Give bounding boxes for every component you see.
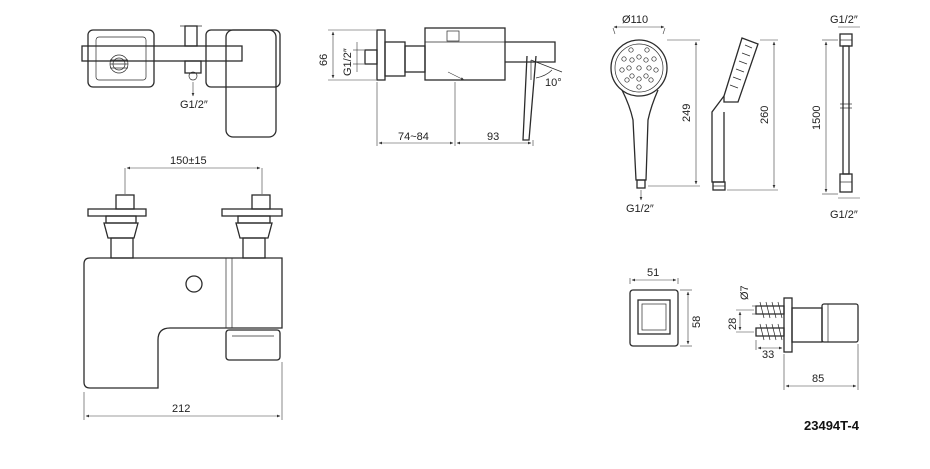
handshower-thread-label: G1/2″	[626, 203, 654, 215]
mixer-top-view: G1/2″	[81, 25, 281, 138]
front-view-diverter-hole	[185, 275, 203, 293]
outlet-depth-label: 85	[812, 373, 824, 385]
handshower-side-head	[723, 37, 759, 103]
handshower-length-label: 249	[681, 104, 693, 122]
handshower-front-view: Ø110 G1/2″ 249	[610, 14, 700, 215]
outlet-width-label: 51	[647, 267, 659, 279]
side-view-height-label: 66	[318, 54, 330, 66]
outlet-side-body	[791, 307, 823, 343]
handshower-diameter-label: Ø110	[622, 14, 648, 26]
front-view-left-flange	[87, 208, 147, 217]
screw-offset-label: 33	[762, 349, 774, 361]
mixer-side-view: 10° 66 G1/2″ 74~84 93	[318, 27, 563, 146]
side-view-handle	[522, 55, 537, 141]
outlet-square	[637, 299, 671, 335]
side-view-angle-label: 10°	[545, 77, 562, 89]
front-view-body	[83, 257, 283, 389]
side-view-wall-plate	[376, 29, 386, 81]
hose-view: G1/2″ G1/2″ 1500	[811, 14, 860, 221]
hose-length-label: 1500	[811, 106, 823, 130]
top-view-handle	[225, 29, 277, 138]
top-view-right-escutcheon	[205, 29, 281, 88]
side-view-depth-range-label: 74~84	[398, 131, 429, 143]
side-view-thread-label: G1/2″	[342, 48, 354, 76]
top-view-left-escutcheon	[87, 29, 155, 88]
handshower-side-view: 260	[711, 37, 778, 191]
top-view-body	[81, 45, 243, 62]
top-view-diverter	[184, 25, 198, 47]
top-view-thread-label: G1/2″	[180, 99, 208, 111]
outlet-side-plate	[783, 297, 793, 353]
front-view-spout	[225, 329, 281, 361]
hose-bottom-thread-label: G1/2″	[830, 209, 858, 221]
outlet-front-view: 51 58	[629, 267, 703, 347]
hose-tube	[842, 45, 850, 175]
outlet-height-label: 58	[691, 316, 703, 328]
outlet-plate	[629, 289, 679, 347]
front-view-spacing-label: 150±15	[170, 155, 207, 167]
front-view-right-flange	[221, 208, 283, 217]
hose-top-thread-label: G1/2″	[830, 14, 858, 26]
screw-diameter-label: Ø7	[739, 285, 751, 300]
mixer-front-view: 150±15 212	[83, 155, 283, 420]
side-view-spout-depth-label: 93	[487, 131, 499, 143]
outlet-side-connector	[821, 303, 859, 343]
model-code: 23494T-4	[804, 418, 860, 433]
side-view-body	[424, 27, 506, 81]
screw-spacing-label: 28	[727, 318, 739, 330]
handshower-side-handle	[711, 95, 725, 183]
outlet-side-view: Ø7 28 33 85	[727, 285, 859, 390]
handshower-side-length-label: 260	[759, 106, 771, 124]
side-view-spout	[505, 41, 556, 63]
top-view-spout	[184, 60, 202, 74]
handshower-handle	[621, 89, 659, 181]
front-view-width-label: 212	[172, 403, 190, 415]
